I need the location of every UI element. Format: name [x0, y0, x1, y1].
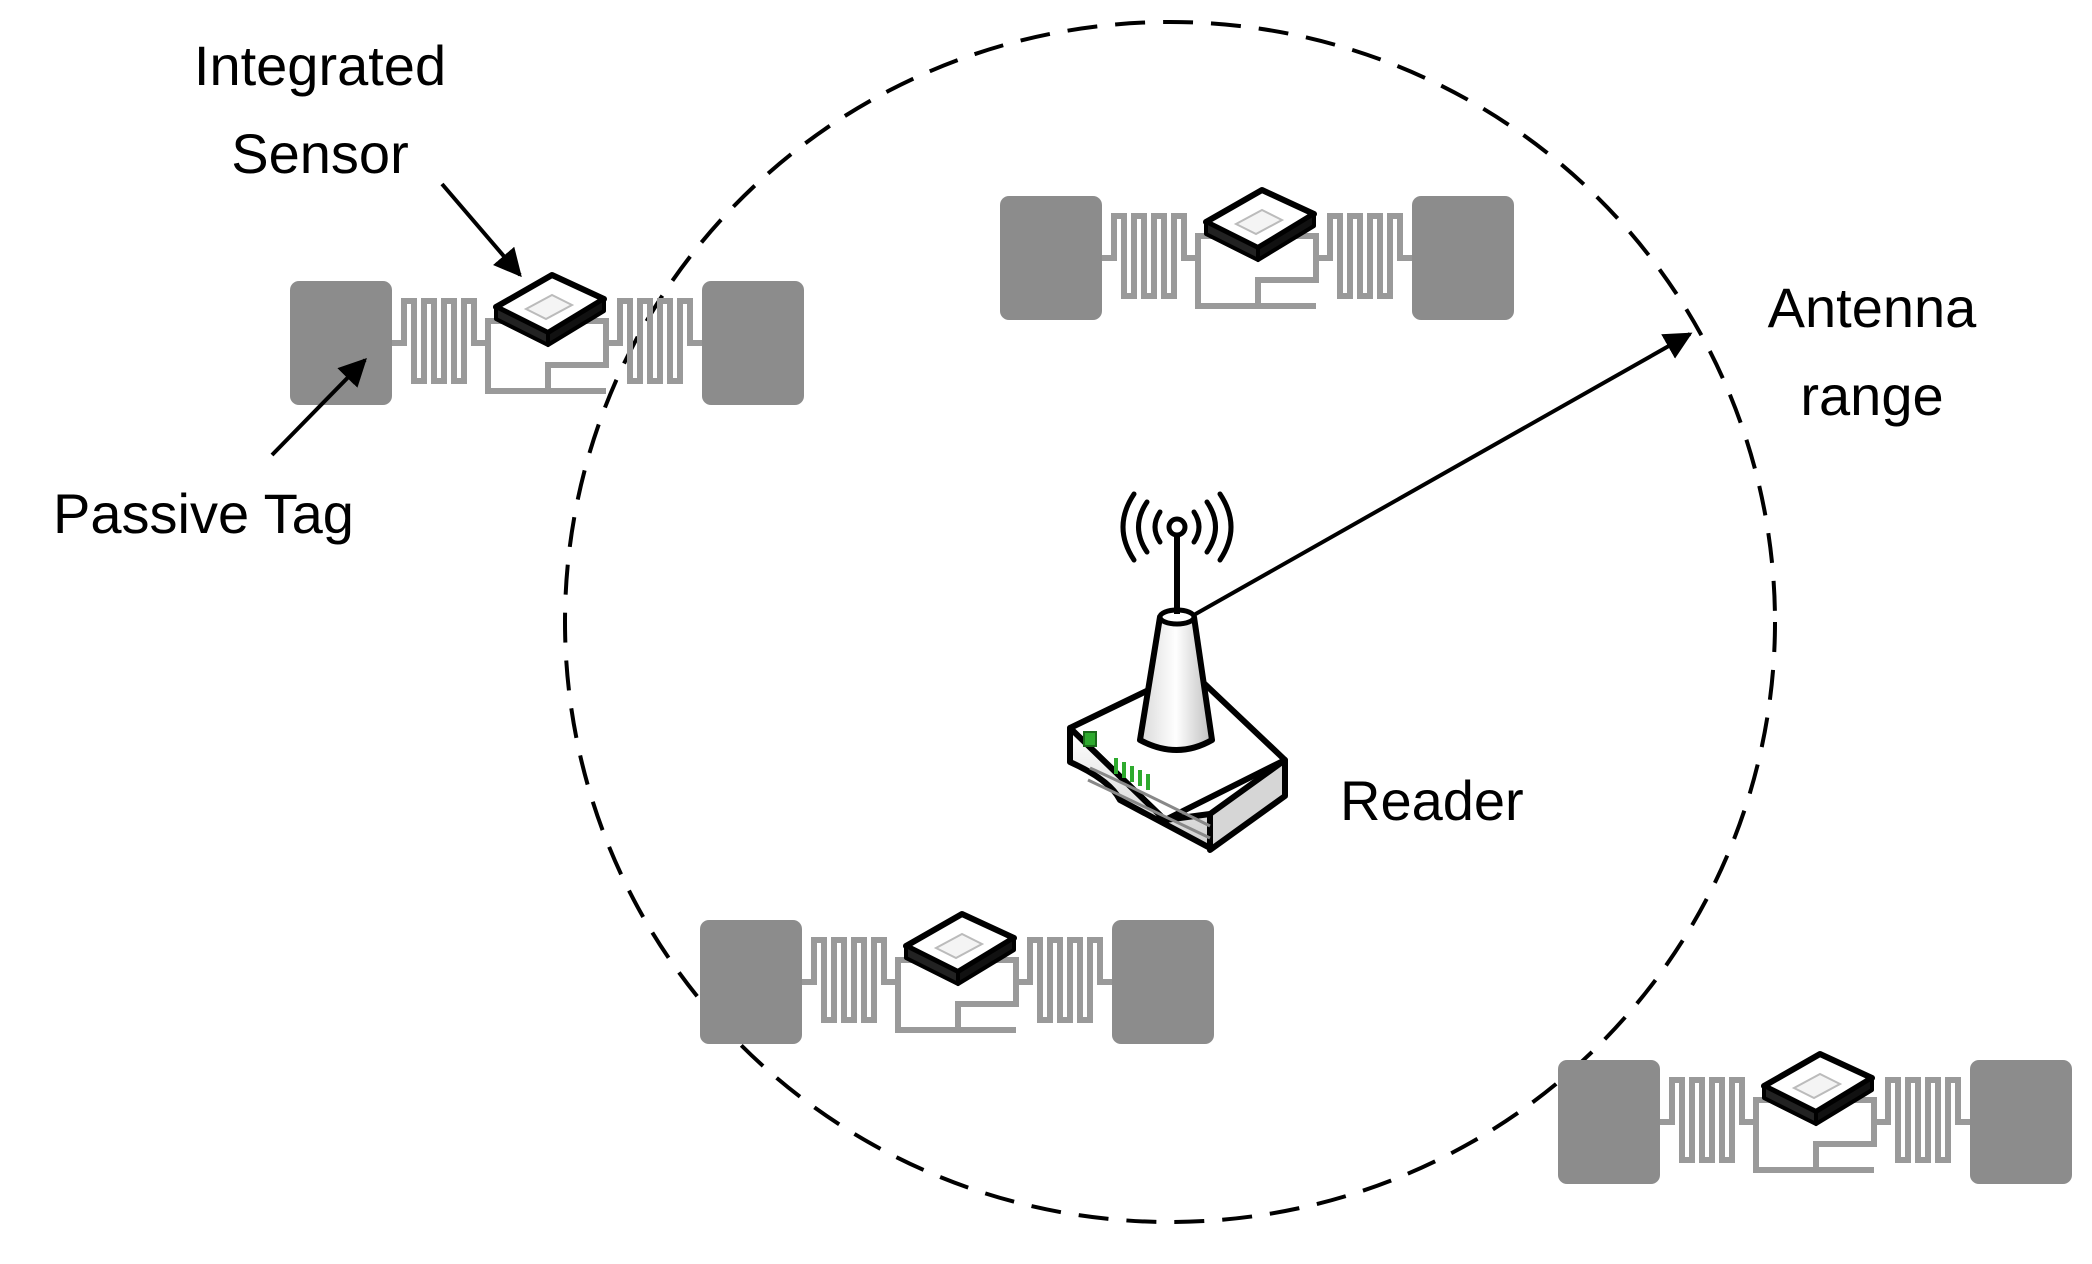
passive-tag-inside-top [1000, 190, 1514, 320]
antenna-range-arrow [1184, 332, 1693, 622]
reader-indicator-leds [1114, 758, 1150, 790]
antenna-tip-icon [1166, 516, 1188, 538]
integrated-sensor-arrow [440, 182, 522, 278]
passive-tag-outside-right [1558, 1054, 2072, 1184]
antenna-range-label-line1: Antenna [1768, 276, 1977, 339]
reader-label: Reader [1340, 769, 1524, 832]
integrated-sensor-label-line1: Integrated [194, 34, 446, 97]
passive-tag-outside-left [290, 275, 804, 405]
radio-waves-icon [1120, 491, 1234, 563]
reader-status-led [1083, 731, 1097, 747]
integrated-sensor-label-line2: Sensor [231, 122, 408, 185]
passive-tag-arrow [270, 357, 367, 457]
antenna-range-circle [563, 20, 1777, 1224]
reader-device [1067, 491, 1288, 853]
antenna-range-label-line2: range [1800, 364, 1943, 427]
passive-tag-inside-bottom [700, 914, 1214, 1044]
passive-tag-label: Passive Tag [53, 482, 354, 545]
